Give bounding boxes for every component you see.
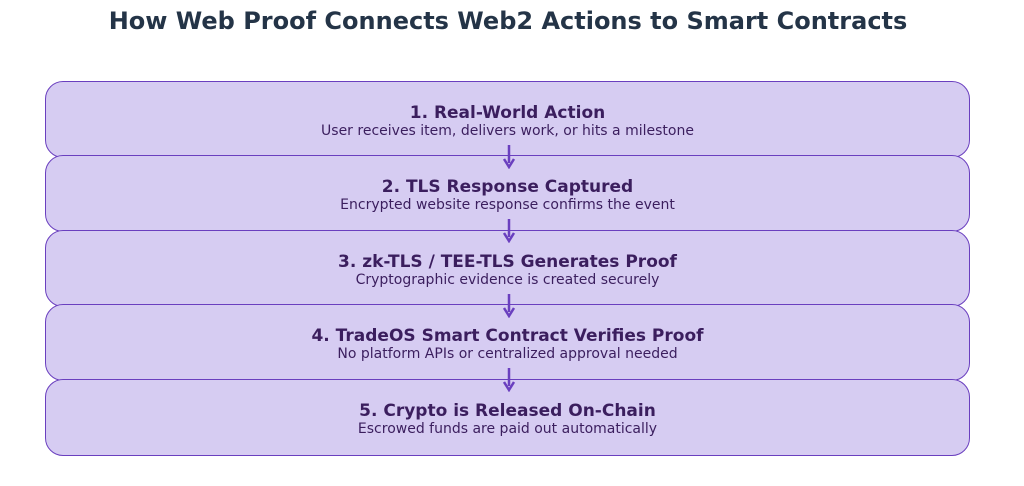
- diagram-title: How Web Proof Connects Web2 Actions to S…: [108, 7, 908, 35]
- step-title: 3. zk-TLS / TEE-TLS Generates Proof: [338, 252, 677, 272]
- step-box-2: 2. TLS Response Captured Encrypted websi…: [45, 155, 970, 232]
- arrow-down-icon: [502, 217, 516, 243]
- step-title: 1. Real-World Action: [409, 103, 606, 123]
- step-title: 4. TradeOS Smart Contract Verifies Proof: [311, 326, 704, 346]
- step-box-5: 5. Crypto is Released On-Chain Escrowed …: [45, 379, 970, 456]
- arrow-down-icon: [502, 292, 516, 318]
- step-description: Encrypted website response confirms the …: [340, 197, 675, 213]
- step-title: 2. TLS Response Captured: [381, 177, 634, 197]
- arrow-down-icon: [502, 366, 516, 392]
- arrow-down-icon: [502, 143, 516, 169]
- step-title: 5. Crypto is Released On-Chain: [359, 401, 656, 421]
- step-description: Cryptographic evidence is created secure…: [355, 272, 660, 288]
- step-box-3: 3. zk-TLS / TEE-TLS Generates Proof Cryp…: [45, 230, 970, 307]
- step-description: User receives item, delivers work, or hi…: [321, 123, 694, 139]
- step-box-1: 1. Real-World Action User receives item,…: [45, 81, 970, 158]
- step-box-4: 4. TradeOS Smart Contract Verifies Proof…: [45, 304, 970, 381]
- step-description: Escrowed funds are paid out automaticall…: [357, 421, 658, 437]
- step-description: No platform APIs or centralized approval…: [337, 346, 678, 362]
